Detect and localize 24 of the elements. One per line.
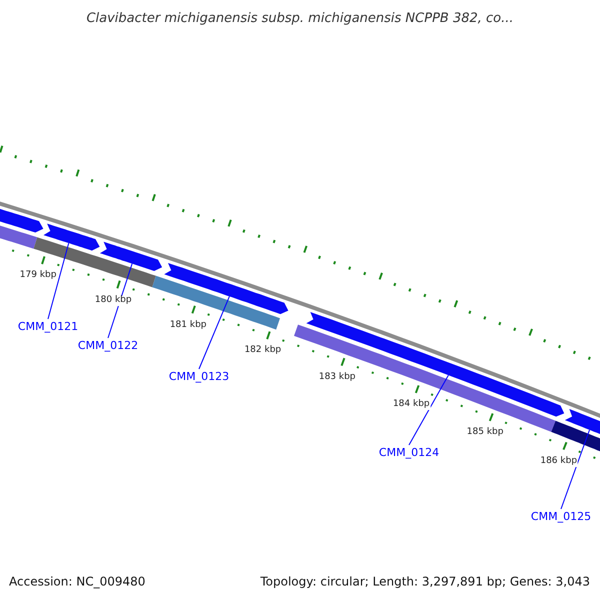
gene-feature	[44, 224, 100, 251]
accession-text: Accession: NC_009480	[9, 575, 146, 589]
gene-label: CMM_0121	[18, 320, 78, 334]
gene-label: CMM_0124	[378, 446, 440, 460]
tick-label: 181 kbp	[168, 320, 208, 331]
gene-label: CMM_0123	[168, 370, 230, 384]
tick-label: 184 kbp	[392, 400, 431, 410]
gene-label: CMM_0125	[530, 510, 592, 524]
summary-text: Topology: circular; Length: 3,297,891 bp; Genes: 3,043	[260, 575, 590, 589]
tick-label: 186 kbp	[539, 456, 578, 467]
leader-line	[408, 374, 449, 446]
tick-label: 182 kbp	[243, 346, 282, 356]
leader-line	[48, 242, 70, 320]
tick-label: 179 kbp	[18, 271, 58, 282]
gene-feature	[164, 263, 288, 314]
leader-line	[198, 296, 230, 370]
tick-label: 183 kbp	[318, 372, 357, 383]
leader-line	[560, 429, 590, 510]
gene-feature	[306, 312, 564, 417]
gene-feature	[100, 242, 162, 271]
gene-label: CMM_0122	[78, 340, 138, 352]
tick-label: 185 kbp	[466, 428, 504, 438]
map-title: Clavibacter michiganensis subsp. michiganensis NCPPB 382, co...	[86, 12, 514, 26]
tick-label: 180 kbp	[94, 296, 133, 306]
